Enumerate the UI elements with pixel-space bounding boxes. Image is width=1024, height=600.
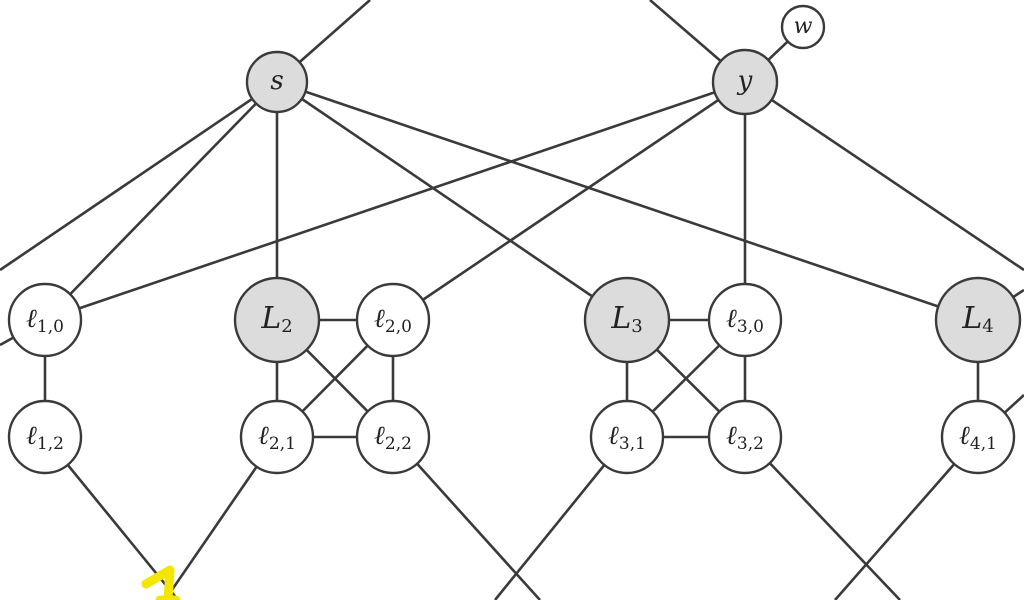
node-label-sub-L3: 3 (631, 316, 642, 337)
edge-s-L3 (276, 80, 628, 322)
node-circle-l12 (7, 399, 83, 475)
node-label-main-L3: L (610, 301, 631, 336)
node-label-s: s (270, 66, 283, 96)
node-label-sub-l41: 4,1 (970, 434, 997, 454)
node-label-l20: ℓ2,0 (374, 304, 412, 337)
edge-s-l10 (44, 81, 278, 321)
node-circle-l22 (355, 399, 431, 475)
node-circle-l31 (589, 399, 665, 475)
node-circle-l41 (940, 399, 1016, 475)
node-label-main-s: s (270, 66, 283, 96)
node-label-main-l30: ℓ (726, 304, 737, 334)
node-circle-l21 (239, 399, 315, 475)
node-l10: ℓ1,0 (7, 282, 83, 358)
edge-offcanvas-2 (0, 80, 278, 272)
node-label-sub-l32: 3,2 (737, 434, 764, 454)
node-label-w: w (794, 14, 813, 39)
node-label-L4: L4 (961, 301, 993, 337)
node-circle-l32 (707, 399, 783, 475)
node-label-main-l10: ℓ (26, 304, 37, 334)
node-l41: ℓ4,1 (940, 399, 1016, 475)
node-label-sub-l21: 2,1 (269, 434, 296, 454)
node-label-sub-L4: 4 (982, 316, 993, 337)
node-label-y: y (737, 66, 753, 96)
node-l21: ℓ2,1 (239, 399, 315, 475)
node-L2: L2 (233, 276, 321, 364)
node-label-sub-l20: 2,0 (385, 317, 412, 337)
node-circle-s (245, 50, 309, 114)
node-l32: ℓ3,2 (707, 399, 783, 475)
node-label-main-l12: ℓ (26, 421, 37, 451)
node-label-main-L4: L (961, 301, 982, 336)
node-label-l32: ℓ3,2 (726, 421, 764, 454)
node-circle-L3 (583, 276, 671, 364)
node-label-main-l31: ℓ (608, 421, 619, 451)
node-y: y (711, 48, 779, 116)
node-circle-w (780, 4, 826, 50)
node-label-main-y: y (737, 66, 753, 96)
node-label-l12: ℓ1,2 (26, 421, 64, 454)
node-circle-l10 (7, 282, 83, 358)
node-circle-l30 (707, 282, 783, 358)
node-label-sub-l31: 3,1 (619, 434, 646, 454)
node-s: s (245, 50, 309, 114)
node-label-main-L2: L (260, 301, 281, 336)
edge-offcanvas-11 (744, 436, 901, 600)
edge-y-l10 (44, 80, 746, 322)
node-w: w (780, 4, 826, 50)
node-label-l10: ℓ1,0 (26, 304, 64, 337)
node-label-l41: ℓ4,1 (959, 421, 997, 454)
node-l22: ℓ2,2 (355, 399, 431, 475)
node-label-l21: ℓ2,1 (258, 421, 296, 454)
node-l12: ℓ1,2 (7, 399, 83, 475)
node-label-sub-l30: 3,0 (737, 317, 764, 337)
node-l20: ℓ2,0 (355, 282, 431, 358)
node-label-L3: L3 (610, 301, 642, 337)
node-l30: ℓ3,0 (707, 282, 783, 358)
node-label-l30: ℓ3,0 (726, 304, 764, 337)
node-label-L2: L2 (260, 301, 292, 337)
node-label-main-l41: ℓ (959, 421, 970, 451)
node-label-main-l20: ℓ (374, 304, 385, 334)
node-circle-L4 (934, 276, 1022, 364)
node-label-sub-L2: 2 (281, 316, 292, 337)
node-label-l31: ℓ3,1 (608, 421, 646, 454)
edge-offcanvas-3 (744, 80, 1024, 272)
highlight-mark (141, 565, 181, 600)
node-circle-y (711, 48, 779, 116)
node-label-main-l21: ℓ (258, 421, 269, 451)
node-L3: L3 (583, 276, 671, 364)
edge-s-L4 (276, 80, 979, 322)
node-label-l22: ℓ2,2 (374, 421, 412, 454)
node-label-sub-l10: 1,0 (37, 317, 64, 337)
node-label-main-l22: ℓ (374, 421, 385, 451)
node-label-main-w: w (794, 14, 813, 39)
node-label-main-l32: ℓ (726, 421, 737, 451)
node-L4: L4 (934, 276, 1022, 364)
edge-y-l20 (392, 80, 746, 322)
node-circle-L2 (233, 276, 321, 364)
node-label-sub-l12: 1,2 (37, 434, 64, 454)
node-circle-l20 (355, 282, 431, 358)
node-label-sub-l22: 2,2 (385, 434, 412, 454)
node-l31: ℓ3,1 (589, 399, 665, 475)
